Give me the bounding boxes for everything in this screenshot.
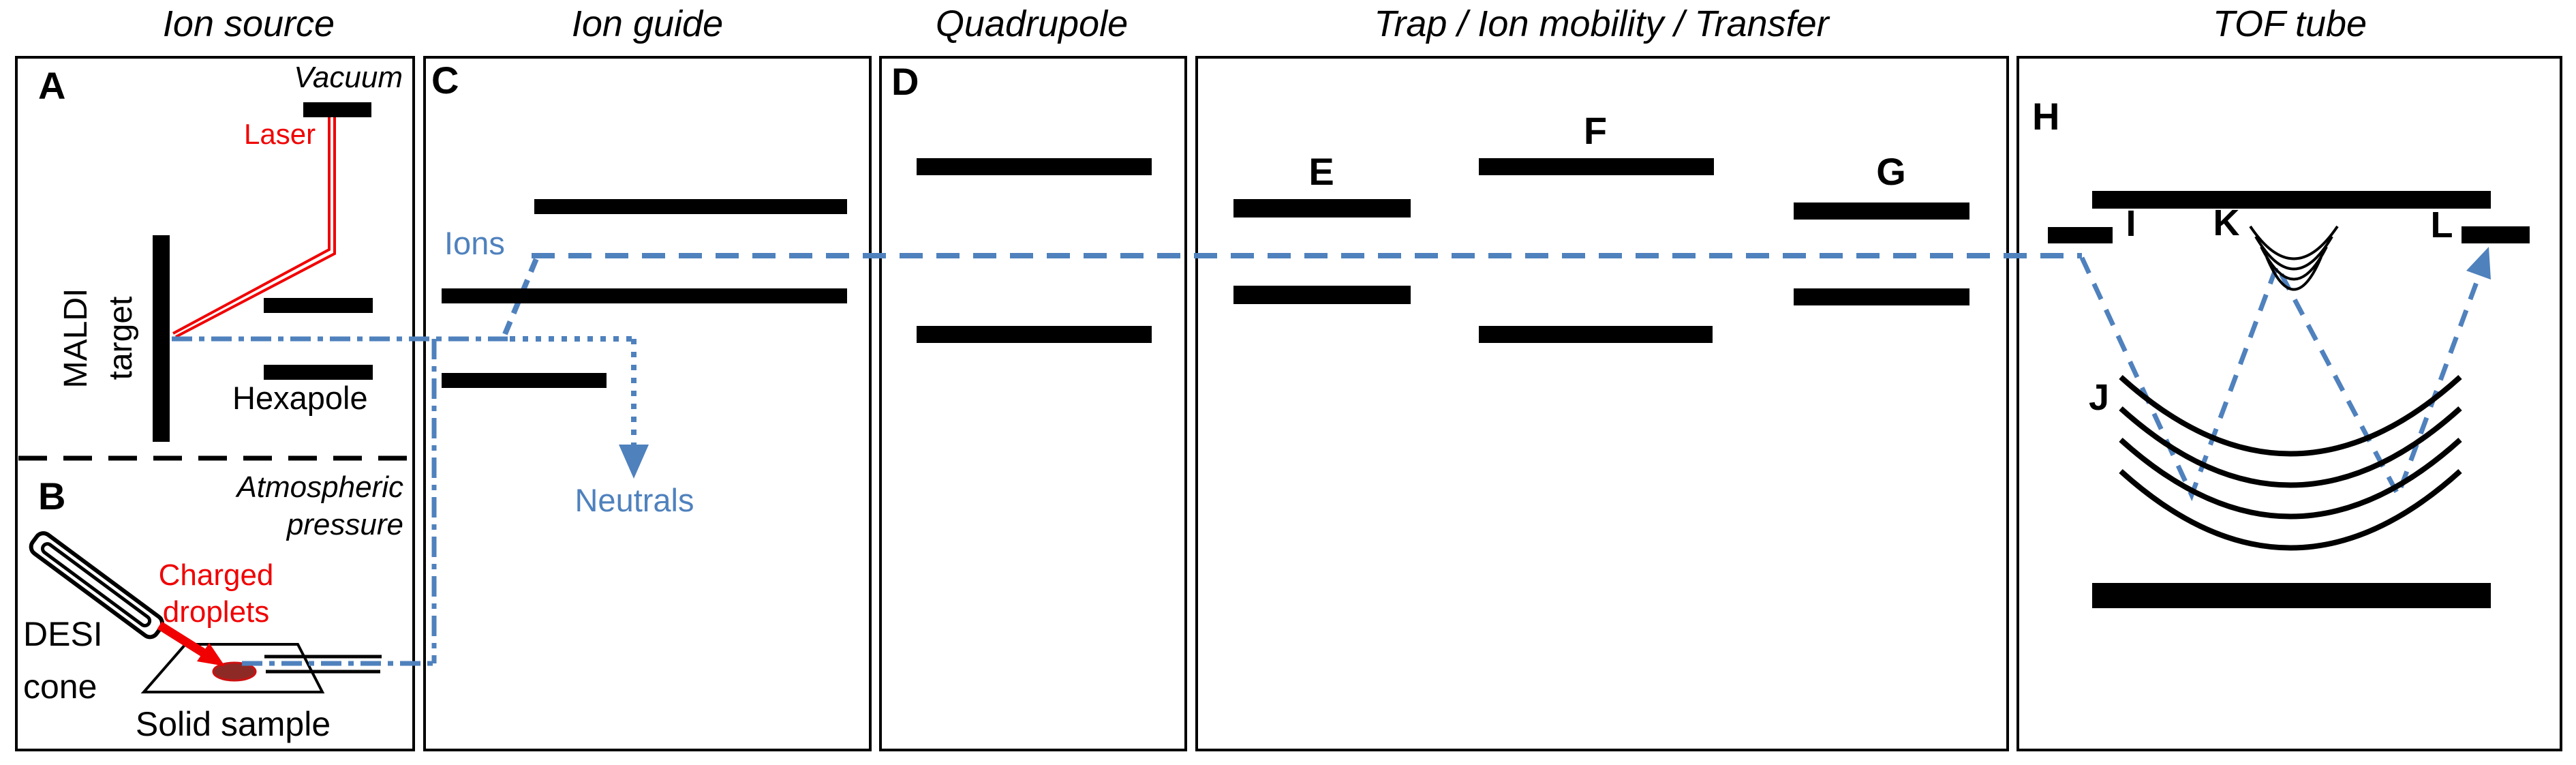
lens-k-label: K	[2213, 202, 2240, 243]
charged-droplets-arrowhead	[197, 643, 225, 666]
charged-droplets-label-line2: droplets	[162, 595, 270, 629]
trap-cell-e-bottom-rod	[1233, 286, 1411, 304]
panel-b-letter: B	[38, 475, 66, 518]
ion-source-panel-box	[15, 56, 415, 751]
header-trap-mobility-transfer: Trap / Ion mobility / Transfer	[1374, 3, 1829, 44]
desi-sprayer-inner-capillary	[40, 542, 152, 628]
tof-bottom-plate	[2092, 583, 2491, 608]
solid-sample-stage	[140, 643, 325, 693]
tof-flight-path-dashed	[2079, 256, 2483, 502]
header-ion-guide: Ion guide	[571, 3, 724, 44]
ions-label: Ions	[444, 225, 505, 261]
laser-beam-outer-line	[172, 117, 331, 335]
lens-k-arc-stack	[2249, 225, 2339, 291]
panel-a-letter: A	[38, 64, 66, 107]
atmospheric-label-line2: pressure	[286, 508, 403, 541]
pusher-i-label: I	[2126, 203, 2136, 244]
detector-l-bar	[2462, 226, 2530, 243]
maldi-label-line2: target	[103, 296, 139, 380]
neutrals-label: Neutrals	[574, 482, 694, 518]
trap-cell-e-label: E	[1308, 150, 1334, 193]
laser-beam-inner-line	[175, 117, 336, 338]
desi-label-line1: DESI	[23, 615, 103, 653]
detector-l-label: L	[2430, 205, 2453, 245]
mobility-cell-f-top-rod	[1479, 158, 1714, 175]
reflectron-j-arc-stack	[2119, 375, 2462, 551]
transfer-cell-g-top-rod	[1794, 202, 1969, 220]
quadrupole-bottom-rod	[917, 326, 1152, 343]
ion-guide-panel-box	[423, 56, 872, 751]
trap-cell-e-top-rod	[1233, 199, 1411, 217]
ion-guide-middle-rod	[442, 288, 847, 303]
pusher-electrode-i-bar	[2048, 227, 2113, 243]
tof-panel-box	[2017, 56, 2562, 751]
header-tof-tube: TOF tube	[2212, 3, 2367, 44]
mobility-cell-f-label: F	[1583, 109, 1608, 152]
panel-c-letter: C	[431, 59, 459, 102]
hexapole-upper-rod	[264, 298, 373, 313]
header-quadrupole: Quadrupole	[935, 3, 1129, 44]
ion-guide-lower-rod	[442, 373, 607, 388]
desi-sprayer	[29, 531, 164, 640]
reflectron-j-label: J	[2088, 377, 2110, 418]
quadrupole-top-rod	[917, 158, 1152, 175]
desi-label-line2: cone	[23, 668, 97, 706]
header-ion-source: Ion source	[162, 3, 335, 44]
trap-mobility-transfer-panel-box	[1195, 56, 2009, 751]
ions-branch-diagonal-dashed-line	[502, 256, 540, 335]
sample-droplet	[212, 661, 257, 682]
laser-source-bar	[303, 102, 371, 117]
tof-detector-arrowhead	[2466, 247, 2491, 280]
charged-droplets-arrow-shaft	[157, 621, 208, 658]
mobility-cell-f-bottom-rod	[1479, 326, 1713, 343]
neutrals-down-arrowhead	[619, 445, 649, 479]
maldi-label-line1: MALDI	[58, 288, 94, 389]
ion-guide-top-rod	[534, 199, 847, 214]
vacuum-label: Vacuum	[294, 61, 403, 94]
transfer-cell-g-label: G	[1876, 150, 1906, 193]
panel-h-letter: H	[2032, 95, 2060, 138]
tof-top-plate	[2092, 191, 2491, 209]
maldi-target-plate	[153, 235, 170, 442]
transfer-cell-g-bottom-rod	[1794, 288, 1969, 305]
laser-label: Laser	[244, 118, 316, 150]
solid-sample-label: Solid sample	[135, 705, 331, 743]
charged-droplets-label-line1: Charged	[158, 558, 274, 592]
panel-d-letter: D	[891, 60, 919, 103]
atmospheric-label-line1: Atmospheric	[236, 470, 403, 504]
hexapole-label: Hexapole	[232, 380, 368, 416]
hexapole-lower-rod	[264, 365, 373, 380]
quadrupole-panel-box	[879, 56, 1187, 751]
